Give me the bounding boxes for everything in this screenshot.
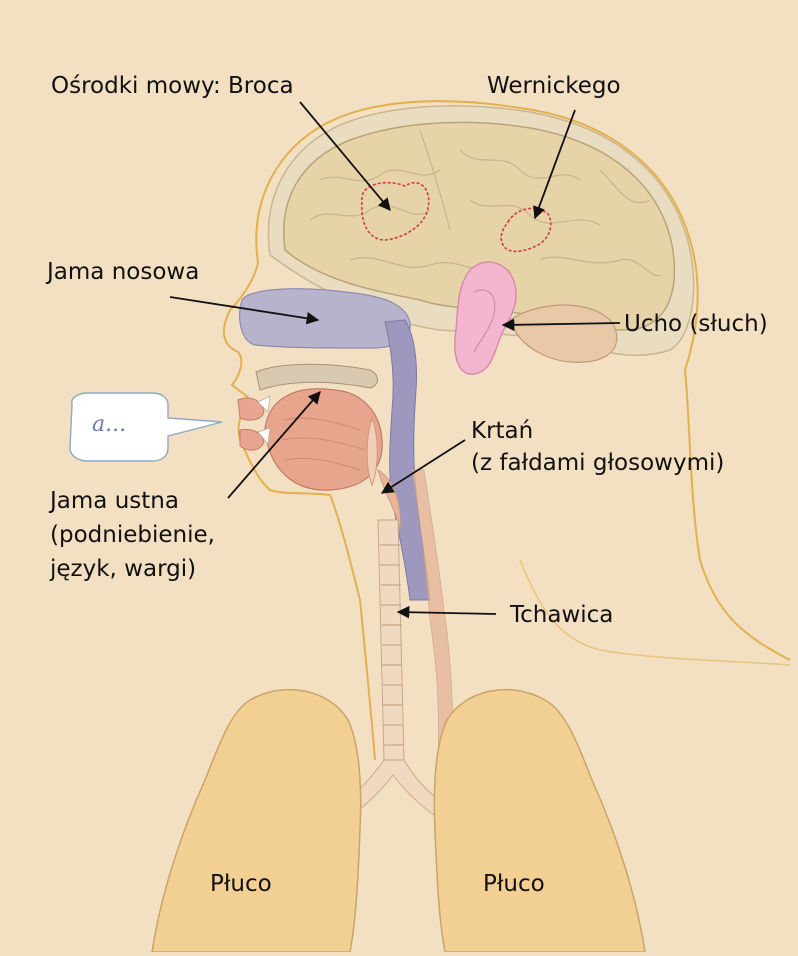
- label-wernicke: Wernickego: [487, 71, 621, 101]
- label-ear: Ucho (słuch): [624, 309, 768, 339]
- label-trachea: Tchawica: [510, 600, 613, 630]
- label-larynx-title: Krtań: [471, 416, 533, 446]
- label-broca: Ośrodki mowy: Broca: [51, 71, 294, 101]
- label-lung-left: Płuco: [210, 869, 272, 899]
- speech-bubble-text: a...: [92, 412, 126, 437]
- label-mouth-detail-2: język, wargi): [50, 554, 196, 584]
- label-mouth-detail-1: (podniebienie,: [50, 520, 215, 550]
- label-larynx-detail: (z fałdami głosowymi): [471, 448, 724, 478]
- label-lung-right: Płuco: [483, 869, 545, 899]
- label-mouth-title: Jama ustna: [50, 486, 179, 516]
- label-nasal-cavity: Jama nosowa: [47, 257, 199, 287]
